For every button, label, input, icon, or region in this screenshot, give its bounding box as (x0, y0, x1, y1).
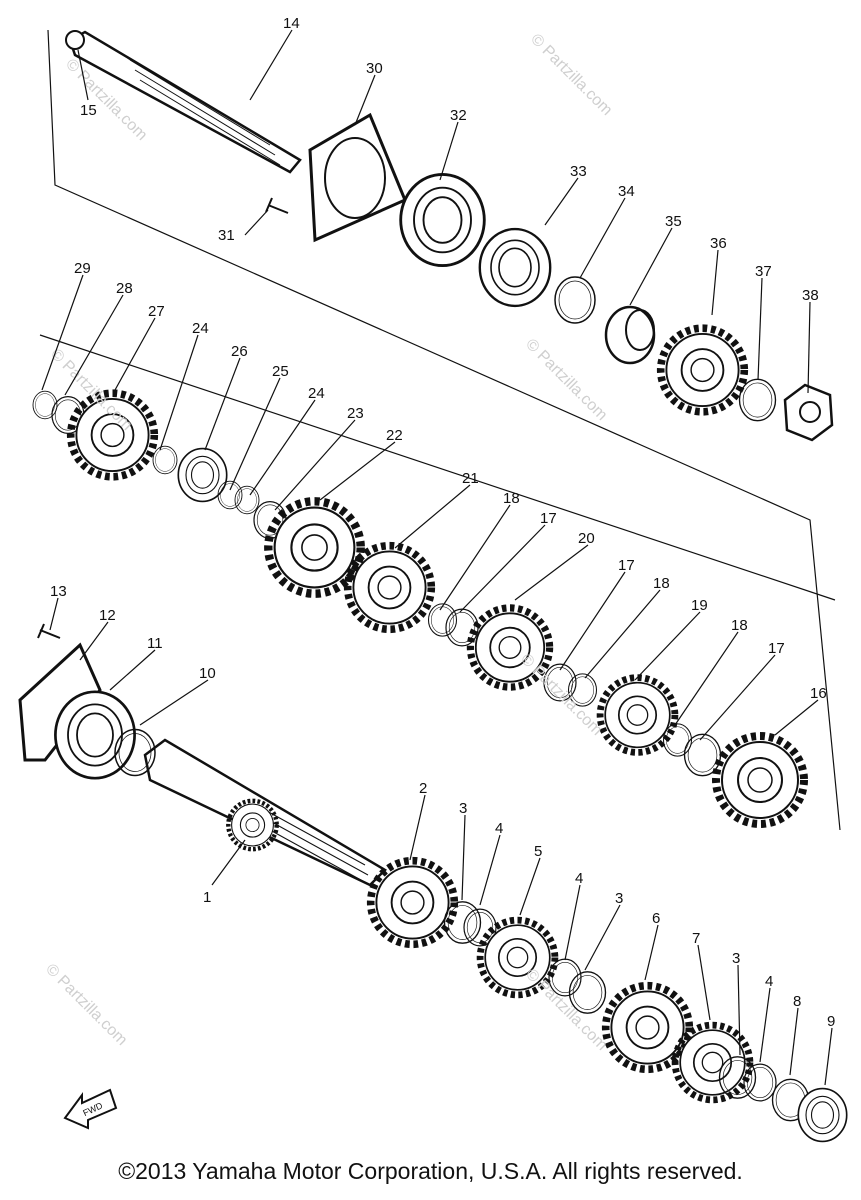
circlip-18c (662, 723, 693, 757)
callout-13: 13 (50, 583, 67, 600)
gear-2 (371, 861, 455, 945)
callout-18a: 18 (503, 490, 520, 507)
assembly-outline (39, 29, 841, 831)
circlip-24a (152, 445, 178, 475)
callout-15: 15 (80, 102, 97, 119)
watermark: © Partzilla.com (527, 31, 615, 119)
oil-seal-33 (478, 227, 552, 308)
callout-20: 20 (578, 530, 595, 547)
callout-16: 16 (810, 685, 827, 702)
nut-38 (783, 383, 834, 442)
gear-7 (675, 1025, 750, 1100)
callout-3: 3 (459, 800, 467, 817)
callout-37: 37 (755, 263, 772, 280)
callout-29: 29 (74, 260, 91, 277)
circlip-4c (743, 1063, 777, 1102)
screw-13 (37, 623, 61, 639)
shaft-end-cap (65, 30, 85, 50)
o-ring-34 (554, 276, 596, 324)
callout-7: 7 (692, 930, 700, 947)
callout-26: 26 (231, 343, 248, 360)
bearing-32 (399, 172, 486, 268)
watermark: © Partzilla.com (62, 56, 150, 144)
drive-sprocket-36 (661, 328, 745, 412)
callout-33: 33 (570, 163, 587, 180)
circlip-29 (32, 390, 58, 420)
watermark: © Partzilla.com (522, 336, 610, 424)
callout-8: 8 (793, 993, 801, 1010)
callout-11: 11 (147, 635, 163, 652)
callout-25: 25 (272, 363, 289, 380)
callout-22: 22 (386, 427, 403, 444)
callout-24a: 24 (192, 320, 209, 337)
callout-17b: 17 (618, 557, 635, 574)
bearing-26 (177, 447, 228, 503)
callout-3b: 3 (615, 890, 623, 907)
callout-35: 35 (665, 213, 682, 230)
callout-28: 28 (116, 280, 133, 297)
fwd-arrow-icon: FWD (63, 1088, 118, 1130)
collar-35 (604, 305, 656, 365)
callout-labels: 1 2 3 4 5 4 3 6 7 3 4 8 9 10 11 12 13 14… (50, 15, 835, 1030)
callout-38: 38 (802, 287, 819, 304)
callout-31: 31 (218, 227, 235, 244)
callout-3c: 3 (732, 950, 740, 967)
drive-axle-shaft (68, 30, 302, 174)
callout-2: 2 (419, 780, 427, 797)
callout-12: 12 (99, 607, 116, 624)
callout-18c: 18 (731, 617, 748, 634)
circlip-18a (427, 603, 458, 637)
callout-36: 36 (710, 235, 727, 252)
callout-17c: 17 (768, 640, 785, 657)
callout-19: 19 (691, 597, 708, 614)
callout-30: 30 (366, 60, 383, 77)
leader-lines (41, 29, 833, 1086)
callout-23: 23 (347, 405, 364, 422)
callout-17a: 17 (540, 510, 557, 527)
callout-32: 32 (450, 107, 467, 124)
callout-21: 21 (462, 470, 479, 487)
callout-4b: 4 (575, 870, 583, 887)
callout-5: 5 (534, 843, 542, 860)
lock-washer-37 (738, 378, 777, 422)
callout-24b: 24 (308, 385, 325, 402)
callout-6: 6 (652, 910, 660, 927)
drive-axle-gears-group (32, 390, 804, 824)
callout-1: 1 (203, 889, 211, 906)
drive-axle-group (65, 30, 834, 442)
callout-27: 27 (148, 303, 165, 320)
watermark: © Partzilla.com (42, 961, 130, 1049)
bearing-9 (797, 1087, 848, 1143)
callout-14: 14 (283, 15, 300, 32)
callout-10: 10 (199, 665, 216, 682)
callout-34: 34 (618, 183, 635, 200)
copyright-notice: ©2013 Yamaha Motor Corporation, U.S.A. A… (118, 1158, 743, 1184)
callout-18b: 18 (653, 575, 670, 592)
integral-gear-1 (228, 801, 276, 849)
gear-21 (348, 546, 432, 630)
callout-4c: 4 (765, 973, 773, 990)
gear-16 (716, 736, 804, 824)
callout-4: 4 (495, 820, 503, 837)
main-axle-group (18, 623, 848, 1143)
screw (265, 197, 289, 214)
callout-9: 9 (827, 1013, 835, 1030)
